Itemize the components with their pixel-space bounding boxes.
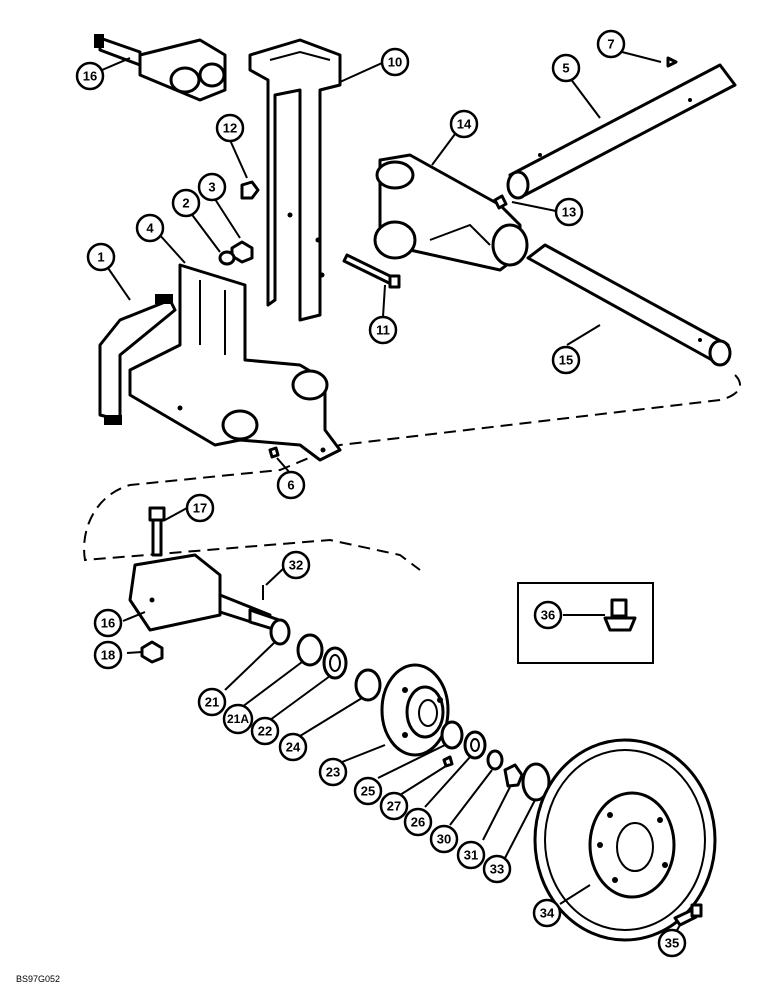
part-22-cone — [322, 646, 348, 680]
callout-3: 3 — [197, 172, 227, 202]
callout-26: 26 — [403, 807, 433, 837]
svg-text:16: 16 — [83, 69, 97, 84]
svg-text:1: 1 — [97, 250, 104, 265]
part-27-fitting — [442, 755, 454, 768]
assembly-group-outline — [83, 374, 741, 571]
part-13-fitting — [493, 194, 508, 210]
part-4-main-bracket — [128, 263, 342, 462]
part-15-shaft — [526, 243, 732, 367]
svg-text:7: 7 — [607, 37, 614, 52]
part-25-cup — [440, 720, 464, 750]
callout-14: 14 — [449, 109, 479, 139]
part-36-valve-stem — [603, 598, 637, 632]
callout-17: 17 — [185, 493, 215, 523]
svg-text:25: 25 — [361, 784, 375, 799]
part-11-bolt — [342, 253, 401, 289]
svg-text:2: 2 — [182, 196, 189, 211]
callout-12: 12 — [215, 113, 245, 143]
svg-text:5: 5 — [562, 61, 569, 76]
part-31-nut — [503, 763, 524, 788]
svg-text:11: 11 — [376, 323, 390, 338]
part-21a-cup — [296, 633, 324, 667]
svg-text:16: 16 — [101, 616, 115, 631]
part-14-pivot-housing — [373, 153, 529, 272]
callout-21: 21 — [197, 687, 227, 717]
callout-25: 25 — [353, 776, 383, 806]
svg-text:22: 22 — [258, 724, 272, 739]
svg-text:3: 3 — [208, 180, 215, 195]
callout-2: 2 — [171, 188, 201, 218]
part-17-bolt — [148, 506, 166, 557]
svg-text:27: 27 — [387, 799, 401, 814]
part-16-spindle-top — [94, 34, 227, 102]
part-26-cone — [463, 730, 487, 760]
svg-text:24: 24 — [286, 740, 301, 755]
svg-text:21A: 21A — [227, 712, 249, 726]
callout-35: 35 — [657, 928, 687, 958]
callout-32: 32 — [281, 550, 311, 580]
part-34-wheel — [533, 738, 717, 942]
drawing-code: BS97G052 — [16, 974, 60, 984]
svg-text:34: 34 — [540, 906, 555, 921]
part-6-grease-fitting — [268, 446, 280, 459]
callout-27: 27 — [379, 791, 409, 821]
svg-text:30: 30 — [437, 832, 451, 847]
callout-16-bottom: 16 — [93, 608, 123, 638]
svg-text:4: 4 — [146, 221, 154, 236]
svg-text:15: 15 — [559, 353, 573, 368]
svg-text:10: 10 — [388, 55, 402, 70]
callout-7: 7 — [596, 29, 626, 59]
svg-text:6: 6 — [287, 478, 294, 493]
svg-text:36: 36 — [541, 608, 555, 623]
callout-1: 1 — [86, 242, 116, 272]
svg-text:14: 14 — [457, 117, 472, 132]
svg-text:35: 35 — [665, 936, 679, 951]
leader-lines — [101, 51, 681, 933]
part-18-nut — [140, 640, 164, 664]
callout-18: 18 — [93, 640, 123, 670]
callout-24: 24 — [278, 732, 308, 762]
part-16-spindle-bottom — [128, 553, 287, 634]
part-5-shaft — [506, 63, 737, 200]
svg-text:23: 23 — [326, 765, 340, 780]
part-33-cap — [521, 762, 551, 802]
part-30-washer — [486, 749, 504, 771]
callout-6: 6 — [276, 470, 306, 500]
part-21-seal — [269, 618, 291, 646]
svg-text:32: 32 — [289, 558, 303, 573]
callout-10: 10 — [380, 47, 410, 77]
svg-text:13: 13 — [562, 205, 576, 220]
callout-11: 11 — [368, 315, 398, 345]
part-12-nut — [240, 180, 260, 200]
callout-36: 36 — [533, 600, 563, 630]
callout-21a: 21A — [222, 703, 254, 735]
svg-text:33: 33 — [490, 862, 504, 877]
svg-text:26: 26 — [411, 815, 425, 830]
part-10-vertical-bracket — [248, 38, 342, 322]
callout-4: 4 — [135, 213, 165, 243]
callout-31: 31 — [456, 840, 486, 870]
callout-33: 33 — [482, 854, 512, 884]
part-2-washer — [218, 250, 236, 266]
part-23-hub — [380, 663, 450, 757]
part-24-cup — [354, 668, 382, 702]
callout-5: 5 — [551, 53, 581, 83]
callout-15: 15 — [551, 345, 581, 375]
callout-16-top: 16 — [75, 61, 105, 91]
svg-text:18: 18 — [101, 648, 115, 663]
svg-text:17: 17 — [193, 501, 207, 516]
part-35-bolt — [673, 903, 703, 927]
part-7-pin — [666, 56, 678, 68]
callout-30: 30 — [429, 824, 459, 854]
callout-23: 23 — [318, 757, 348, 787]
callout-13: 13 — [554, 197, 584, 227]
inset-box — [517, 582, 654, 664]
svg-text:21: 21 — [205, 695, 219, 710]
callout-22: 22 — [250, 716, 280, 746]
svg-text:31: 31 — [464, 848, 478, 863]
callout-34: 34 — [532, 898, 562, 928]
svg-text:12: 12 — [223, 121, 237, 136]
part-1-u-bolt — [98, 294, 177, 425]
